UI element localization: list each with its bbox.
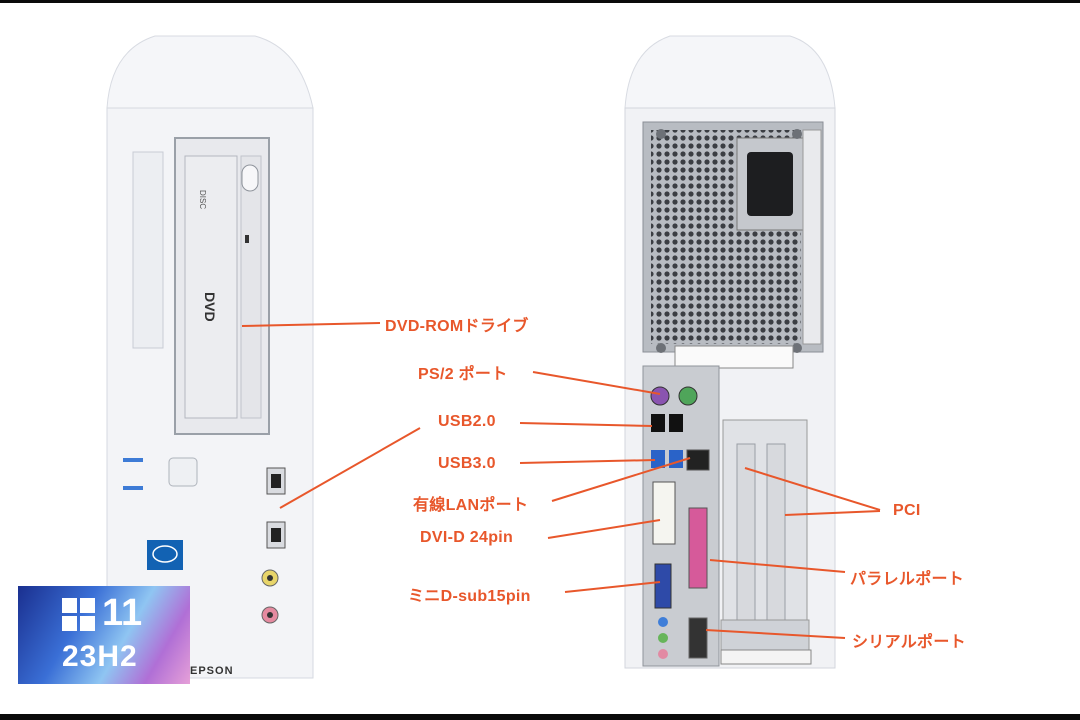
svg-text:DISC: DISC <box>198 190 207 209</box>
serial-line <box>705 629 846 639</box>
label-usb3: USB3.0 <box>438 455 496 472</box>
usb2-line-front <box>279 427 421 509</box>
windows-version: 11 <box>102 592 143 634</box>
lan-line <box>551 457 691 502</box>
label-mini-dsub: ミニD-sub15pin <box>408 588 531 605</box>
label-serial-port: シリアルポート <box>852 634 966 651</box>
top-border <box>0 0 1080 3</box>
usb2-line-rear <box>519 422 653 427</box>
vga-line <box>564 581 661 593</box>
label-ps2-port: PS/2 ポート <box>418 366 508 383</box>
ps2-line <box>532 371 661 395</box>
label-dvi: DVI-D 24pin <box>420 529 514 546</box>
pc-rear-view <box>624 35 836 669</box>
bottom-border <box>0 714 1080 720</box>
windows-version-badge: 11 23H2 <box>18 586 190 684</box>
dvi-line <box>547 519 661 539</box>
pci-line-1 <box>744 467 881 511</box>
svg-text:DVD: DVD <box>202 292 218 322</box>
label-pci: PCI <box>893 502 921 519</box>
dvd-line <box>241 322 381 327</box>
pci-line-2 <box>784 510 881 516</box>
label-lan-port: 有線LANポート <box>413 497 529 514</box>
label-parallel-port: パラレルポート <box>850 571 965 588</box>
brand-logo: EPSON <box>190 665 234 677</box>
usb3-line <box>519 459 656 464</box>
label-dvd-rom-drive: DVD-ROMドライブ <box>385 318 529 335</box>
label-usb2: USB2.0 <box>438 413 496 430</box>
pc-front-view: DVD DISC <box>106 35 314 679</box>
windows-build: 23H2 <box>62 640 138 673</box>
windows-logo-icon <box>62 598 96 632</box>
parallel-line <box>709 559 846 573</box>
